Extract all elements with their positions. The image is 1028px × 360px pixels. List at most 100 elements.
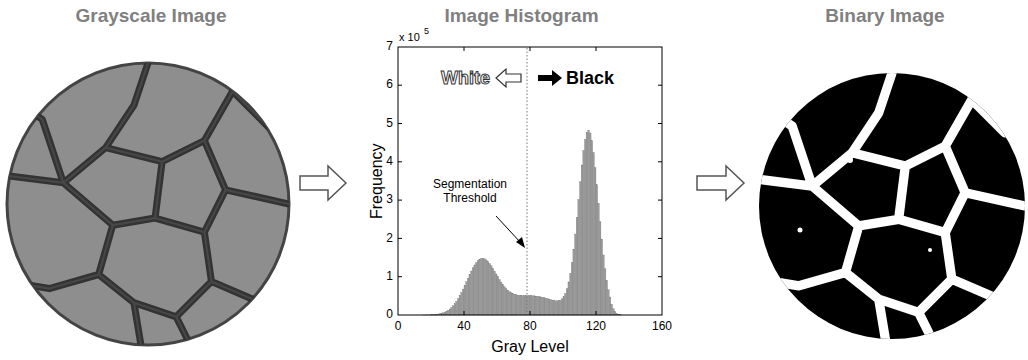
histogram-bar [571,262,573,315]
histogram-bar [466,282,468,315]
histogram-bars [423,130,623,315]
right-arrow-symbol [538,70,562,86]
histogram-bar [575,234,577,315]
histogram-bar [566,289,568,315]
histogram-bar [509,292,511,315]
histogram-bar [476,263,478,315]
histogram-bar [527,296,529,315]
axis-label: Gray Level [491,338,568,356]
histogram-bar [485,260,487,315]
histogram-bar [452,306,454,315]
axis-label: 0 [395,320,402,334]
histogram-bar [543,298,545,315]
axis-ticks [398,47,662,315]
axis-label: 0 [386,308,393,322]
histogram-bar [594,167,596,315]
threshold-line [527,48,528,314]
histogram-bar [609,297,611,315]
axis-label: 3 [386,193,393,207]
histogram-bar [537,296,539,315]
histogram-bar [550,300,552,315]
histogram-bar [517,295,519,315]
histogram-bar [448,310,450,315]
histogram-bar [451,307,453,315]
axis-label: 5 [424,26,429,36]
histogram-bar [446,311,448,315]
histogram-bar [535,296,537,315]
histogram-bar [551,300,553,315]
histogram-bar [533,296,535,315]
histogram-bar [603,255,605,315]
histogram-bar [457,299,459,315]
histogram-bar [487,261,489,315]
histogram-bar [459,296,461,315]
histogram-bar [568,282,570,315]
histogram-bar [599,222,601,315]
histogram-bar [523,296,525,315]
histogram-bar [563,297,565,315]
histogram-bar [578,199,580,315]
histogram-bar [608,290,610,315]
axis-label: 7 [386,40,393,54]
histogram-bar [532,296,534,315]
histogram-bar [573,249,575,315]
histogram-bar [558,301,560,315]
block-arrow [300,166,346,200]
histogram-bar [454,304,456,315]
histogram-bar [518,295,520,315]
histogram-bar [593,152,595,315]
histogram-bar [462,289,464,315]
histogram-bar [586,132,588,315]
axis-label: 2 [386,232,393,246]
binary-image [759,73,1025,339]
histogram-bar [477,261,479,315]
histogram-bar [584,139,586,315]
histogram-bar [606,280,608,315]
histogram-bar [547,299,549,315]
histogram-bar [467,278,469,315]
histogram-bar [495,274,497,315]
histogram-bar [581,165,583,315]
annotation: Segmentation Threshold [424,178,516,206]
histogram-bar [484,259,486,315]
histogram-bar [482,258,484,315]
axis-label: 40 [457,320,470,334]
axis-label: 80 [523,320,536,334]
histogram-bar [512,294,514,315]
histogram-bar [514,294,516,315]
histogram-bar [604,269,606,315]
histogram-bar [499,280,501,315]
direction-word: Black [566,68,614,89]
histogram-bar [497,277,499,315]
histogram-bar [583,151,585,315]
direction-word: White [441,68,490,89]
histogram-bar [545,298,547,315]
histogram-bar [504,287,506,315]
histogram-bar [469,274,471,315]
panel-heading: Grayscale Image [2,2,300,27]
histogram-bar [510,293,512,315]
axis-label: 120 [586,320,606,334]
histogram-bar [589,133,591,315]
histogram-bar [613,309,615,315]
axis-label: 6 [386,78,393,92]
histogram-bar [492,268,494,315]
histogram-bar [490,266,492,315]
histogram-bar [565,293,567,315]
histogram-bar [542,297,544,315]
histogram-bar [611,304,613,315]
histogram-bar [596,185,598,315]
histogram-bar [560,300,562,315]
axis-label: 4 [386,155,393,169]
axis-label: x 10 [399,31,420,44]
histogram-bar [591,141,593,315]
image-panel: Grayscale Image [2,2,300,354]
histogram-bar [580,182,582,315]
histogram-bar [588,130,590,315]
histogram-bar [505,289,507,315]
histogram-bar [528,296,530,315]
histogram-bar [525,296,527,315]
histogram-bar [502,285,504,315]
